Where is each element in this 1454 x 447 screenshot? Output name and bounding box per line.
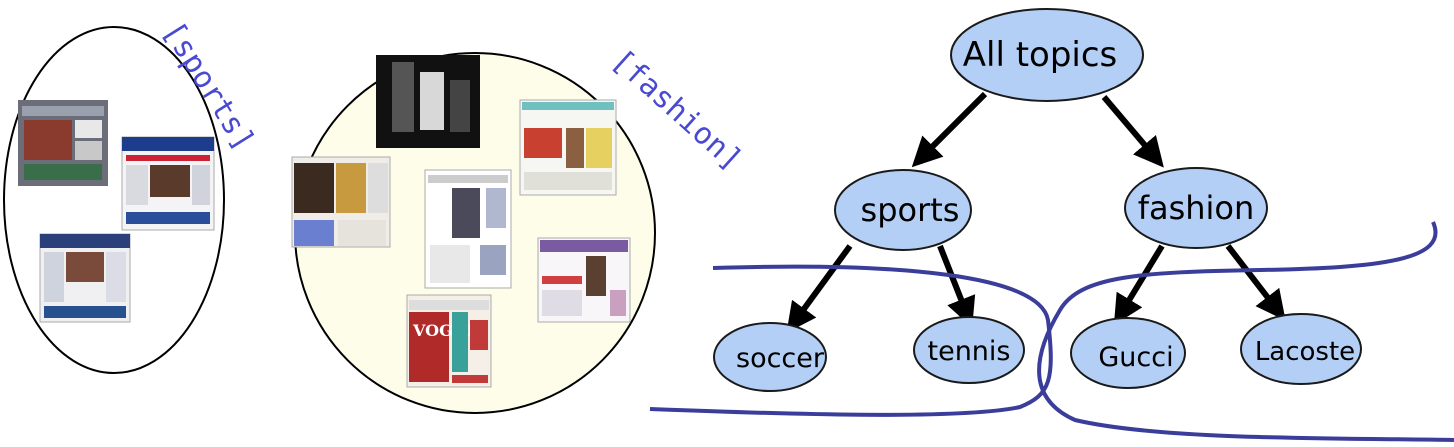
node-all-topics-label: All topics xyxy=(963,35,1118,75)
node-sports-label: sports xyxy=(861,191,960,229)
fashion-webpage-thumb-5 xyxy=(537,237,631,323)
fashion-webpage-thumb-1 xyxy=(376,55,480,148)
svg-text:VOGUE: VOGUE xyxy=(412,321,479,340)
node-sports: sports xyxy=(834,169,972,251)
node-tennis: tennis xyxy=(913,316,1025,384)
edge-sports-soccer xyxy=(786,244,853,333)
node-all-topics: All topics xyxy=(950,8,1144,102)
edge-fashion-gucci xyxy=(1113,244,1165,326)
node-gucci-label: Gucci xyxy=(1098,342,1173,373)
node-soccer: soccer xyxy=(713,322,827,392)
node-soccer-label: soccer xyxy=(736,343,825,374)
fashion-webpage-thumb-3 xyxy=(424,169,512,289)
sports-webpage-thumb-1 xyxy=(18,100,108,186)
left-boundary-curve xyxy=(649,264,1053,417)
node-lacoste: Lacoste xyxy=(1240,313,1362,385)
right-boundary-curve xyxy=(1037,221,1454,442)
sports-webpage-thumb-3 xyxy=(39,233,131,323)
fashion-webpage-thumb-4 xyxy=(519,99,617,196)
node-tennis-label: tennis xyxy=(928,336,1011,367)
fashion-webpage-thumb-6: VOGUE xyxy=(406,294,492,388)
node-lacoste-label: Lacoste xyxy=(1255,337,1355,367)
fashion-webpage-thumb-2 xyxy=(291,156,391,248)
edge-sports-tennis xyxy=(937,244,976,328)
sports-webpage-thumb-2 xyxy=(121,136,215,231)
node-fashion-label: fashion xyxy=(1138,189,1255,227)
edge-root-fashion xyxy=(1101,95,1164,168)
node-gucci: Gucci xyxy=(1070,317,1186,389)
edge-root-sports xyxy=(911,91,988,168)
edge-fashion-lacoste xyxy=(1225,244,1286,321)
node-fashion: fashion xyxy=(1124,167,1268,249)
